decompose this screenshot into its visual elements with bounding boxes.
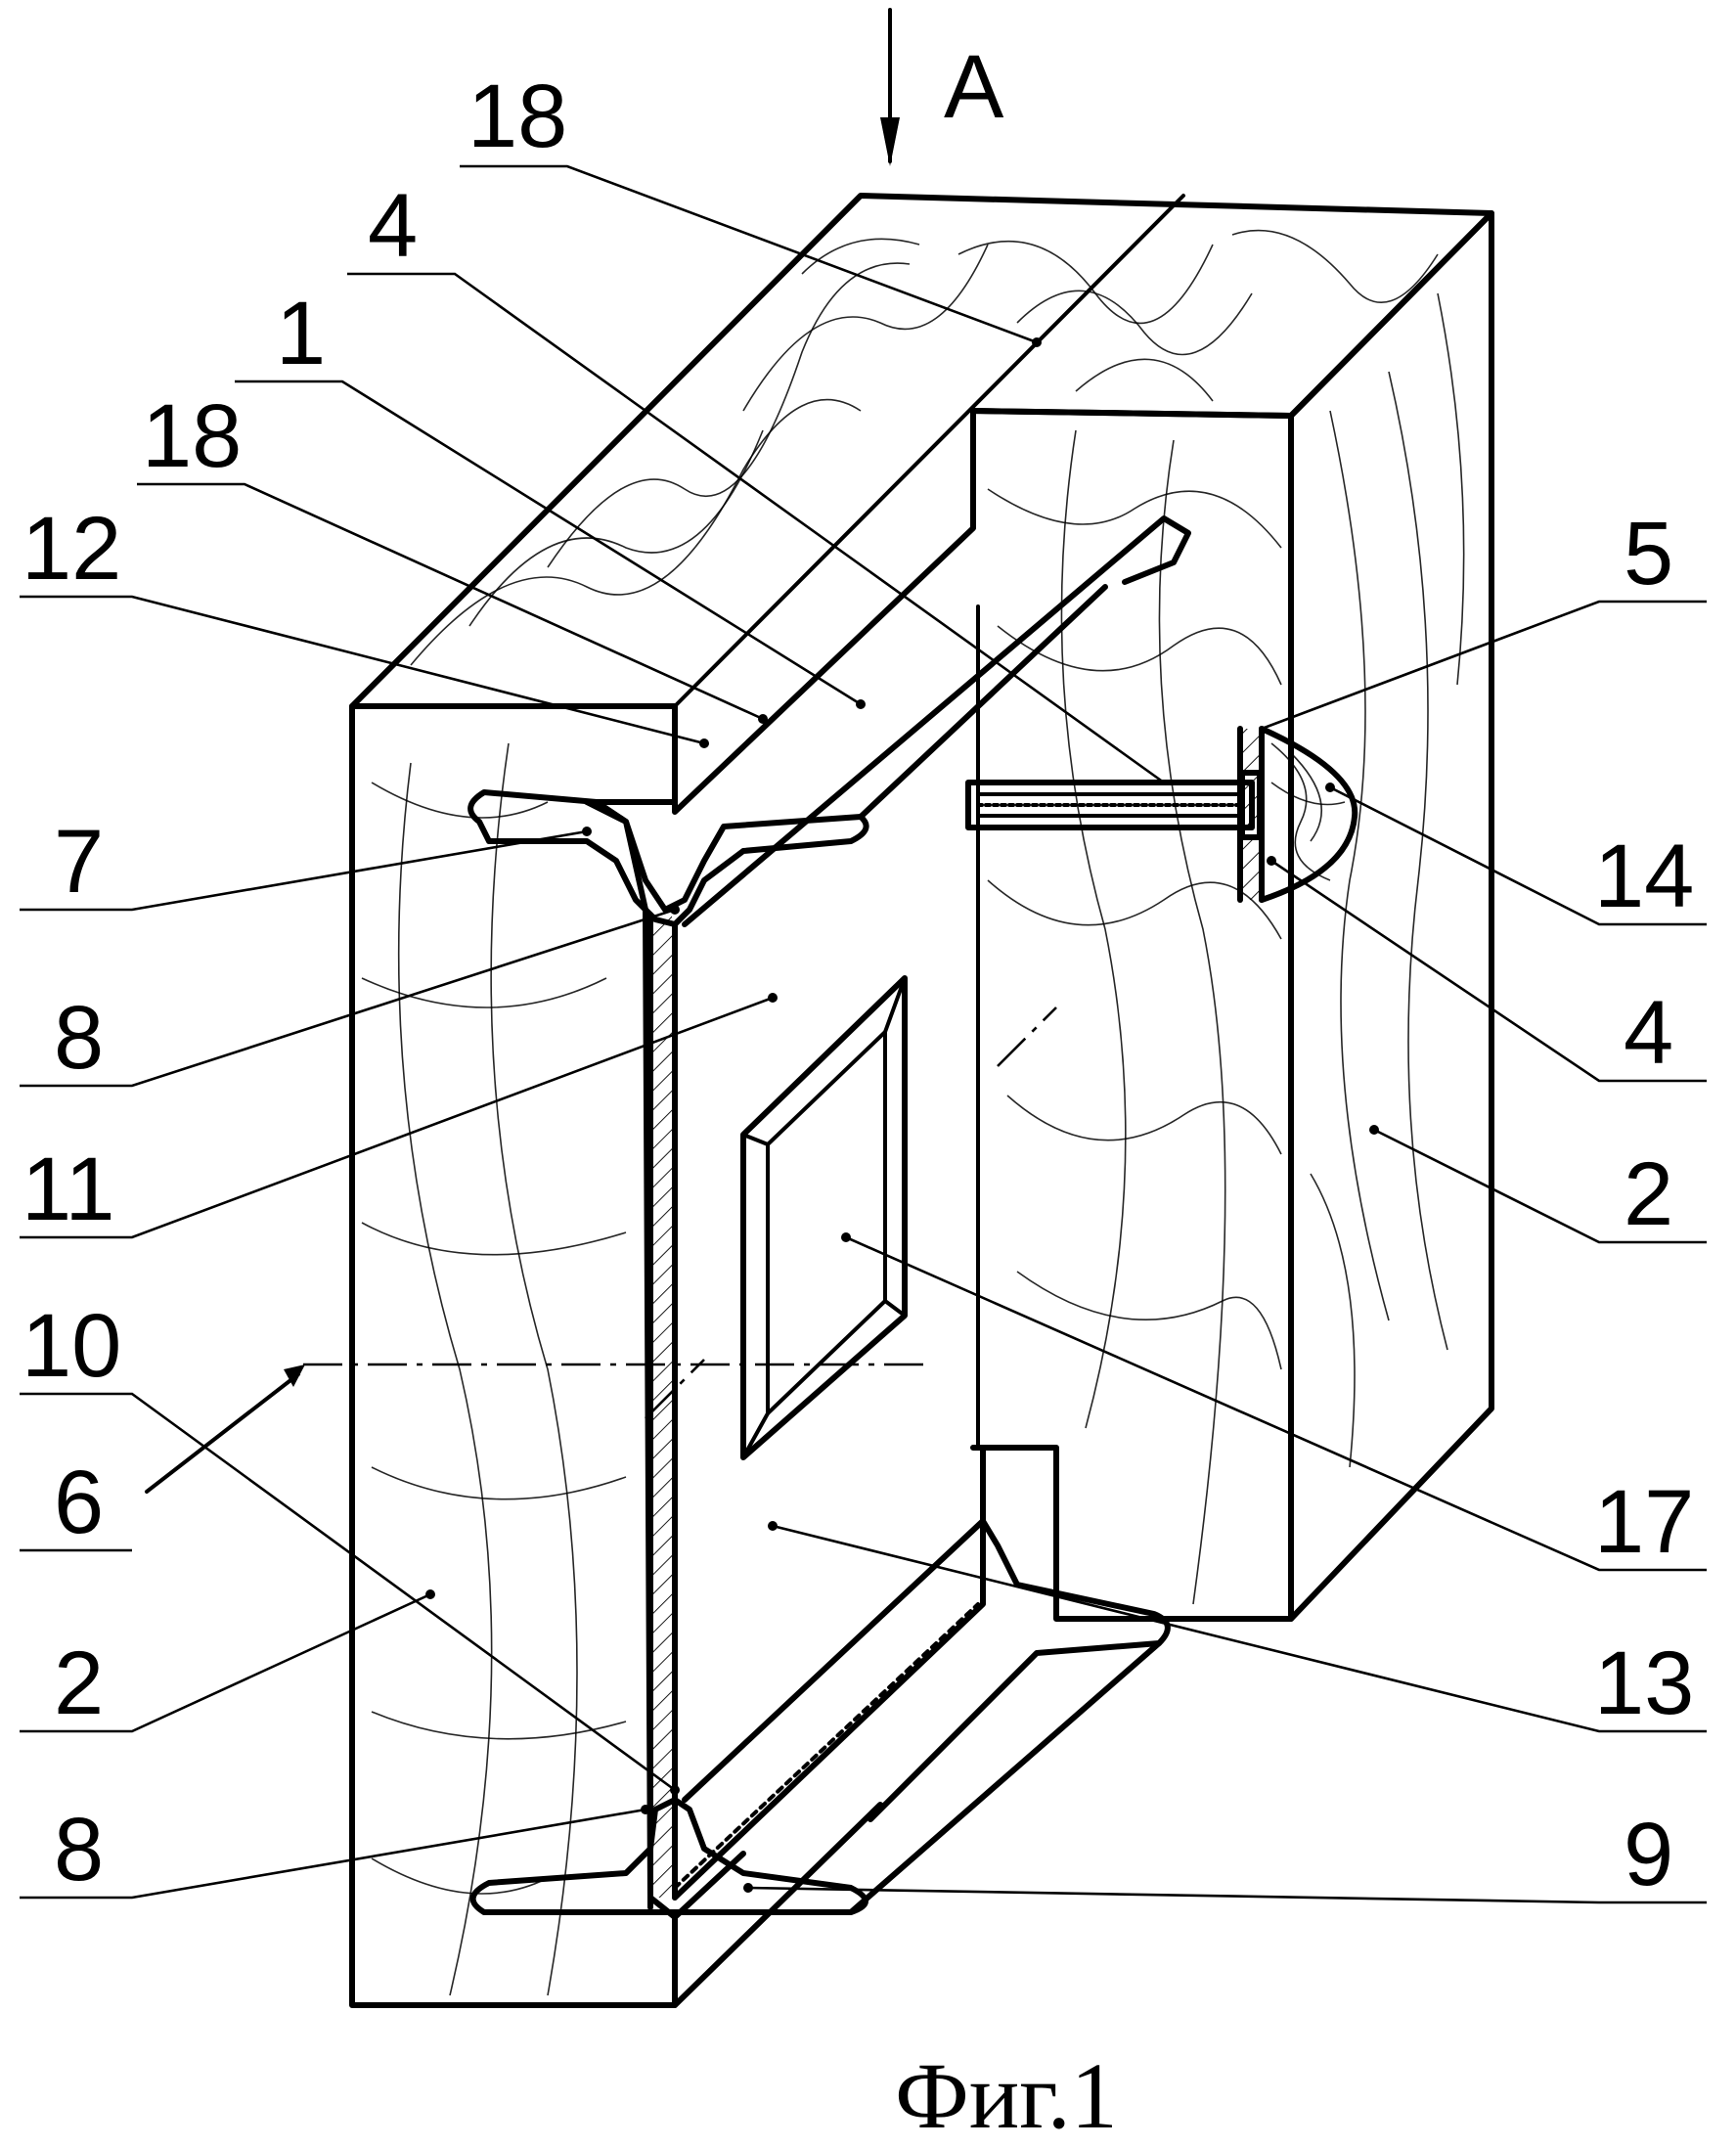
label-left-11: 11: [22, 1140, 115, 1239]
label-right-4: 4: [1624, 983, 1673, 1083]
beam-right-face: [1291, 213, 1491, 1619]
beam-top-face: [352, 196, 1491, 812]
label-left-12: 12: [22, 499, 121, 599]
label-top-18: 18: [467, 67, 567, 166]
section-arrow-6: [147, 1364, 305, 1492]
label-left-6: 6: [54, 1453, 104, 1552]
right-block-front-face: [973, 411, 1291, 1619]
label-left-7: 7: [54, 812, 104, 912]
label-right-17: 17: [1594, 1472, 1694, 1572]
label-top-4: 4: [368, 176, 418, 276]
left-block-bottom-edge: [675, 1805, 880, 2005]
label-view-a: A: [944, 37, 1004, 137]
label-left-2: 2: [54, 1633, 104, 1733]
web-opening: [743, 978, 905, 1457]
label-right-9: 9: [1624, 1805, 1673, 1904]
label-left-8-lower: 8: [54, 1800, 104, 1900]
label-right-5: 5: [1624, 504, 1673, 604]
bolt-assembly: [968, 729, 1355, 900]
label-right-2: 2: [1624, 1144, 1673, 1244]
label-top-1: 1: [276, 284, 326, 383]
label-left-8-upper: 8: [54, 988, 104, 1088]
left-block-front-face: [352, 706, 675, 2005]
label-left-18: 18: [142, 386, 242, 486]
label-right-13: 13: [1594, 1633, 1694, 1733]
figure-caption: Фиг.1: [895, 2043, 1118, 2147]
label-left-10: 10: [22, 1296, 121, 1396]
assembly-drawing: [147, 10, 1491, 2005]
view-arrow-a: [880, 10, 900, 166]
label-right-14: 14: [1594, 827, 1694, 926]
